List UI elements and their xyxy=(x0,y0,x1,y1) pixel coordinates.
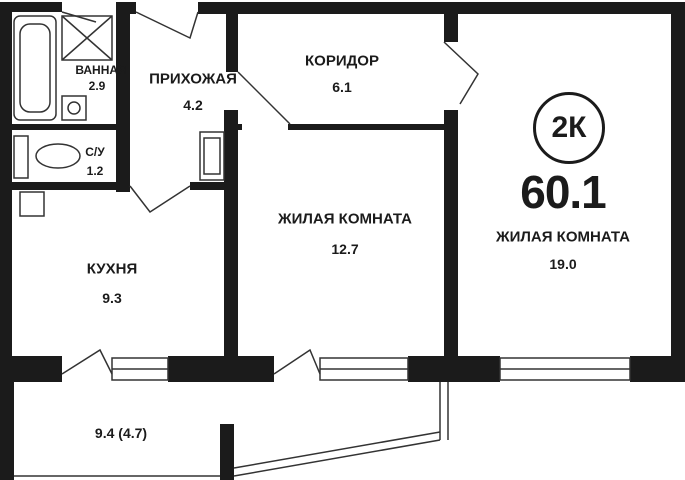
corridor-area: 6.1 xyxy=(332,79,352,95)
loggia-outline xyxy=(14,382,449,477)
living-room-1-area: 12.7 xyxy=(331,241,359,257)
rooms-count-badge: 2К xyxy=(533,92,605,164)
rooms-count-label: 2К xyxy=(551,111,587,144)
hallway-name: ПРИХОЖАЯ xyxy=(149,70,237,88)
bathroom-name: ВАННАЯ xyxy=(75,63,127,77)
door-swings xyxy=(61,11,479,375)
living-room-1-name: ЖИЛАЯ КОМНАТА xyxy=(278,210,412,228)
windows xyxy=(111,357,631,381)
kitchen-name: КУХНЯ xyxy=(86,260,138,278)
total-area: 60.1 xyxy=(520,166,607,218)
kitchen-area: 9.3 xyxy=(102,290,122,306)
bathroom-area: 2.9 xyxy=(88,79,106,93)
toilet-area: 1.2 xyxy=(86,164,104,178)
hallway-area: 4.2 xyxy=(183,97,203,113)
loggia-area: 9.4 (4.7) xyxy=(94,425,148,441)
corridor-name: КОРИДОР xyxy=(305,52,379,70)
living-room-2-area: 19.0 xyxy=(549,256,577,272)
toilet-name: С/У xyxy=(85,145,105,159)
living-room-2-name: ЖИЛАЯ КОМНАТА xyxy=(496,228,630,246)
bathroom-fixtures xyxy=(13,15,225,217)
